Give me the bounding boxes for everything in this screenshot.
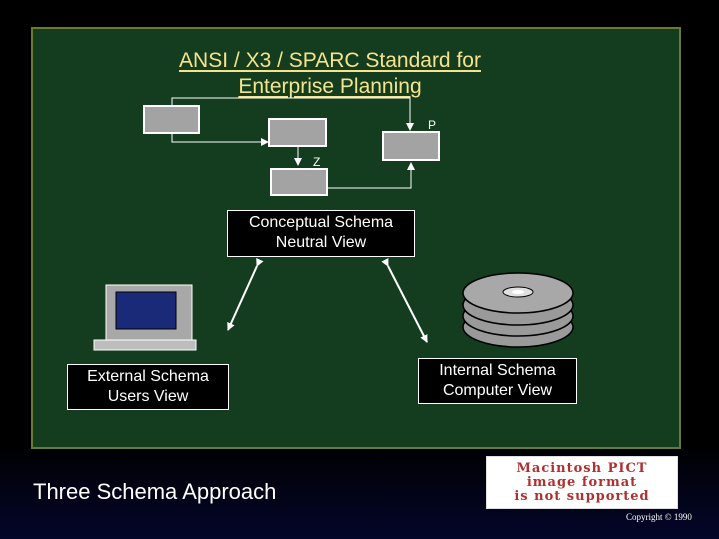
pict-line-2: image format [526,475,638,490]
title-line-1: ANSI / X3 / SPARC Standard for [179,49,481,72]
internal-line-2: Computer View [442,382,553,399]
conceptual-line-1: Conceptual Schema [248,214,394,231]
conceptual-schema-box: Conceptual Schema Neutral View [227,210,415,257]
disk-stack-icon [462,272,574,348]
entity-box-z [270,168,328,196]
connector-line [171,97,414,131]
double-arrow-right [381,257,428,343]
internal-line-1: Internal Schema [439,362,556,379]
external-line-1: External Schema [87,368,209,385]
label-p: P [428,118,437,132]
pict-line-1: Macintosh PICT [516,461,648,476]
entity-box-1 [143,105,200,134]
copyright-text: Copyright © 1990 [626,512,692,522]
label-z: Z [313,155,321,169]
pict-placeholder-image: Macintosh PICT image format is not suppo… [486,456,678,509]
external-line-2: Users View [107,388,189,405]
conceptual-line-2: Neutral View [275,234,367,251]
computer-icon [93,284,197,351]
connector-line [328,162,415,189]
slide-title: ANSI / X3 / SPARC Standard for Enterpris… [130,48,530,100]
pict-line-3: is not supported [514,489,650,504]
title-line-2: Enterprise Planning [238,75,422,98]
external-schema-box: External Schema Users View [67,364,229,410]
footer-title: Three Schema Approach [33,479,277,504]
internal-schema-box: Internal Schema Computer View [418,358,577,404]
double-arrow-left [227,257,264,331]
entity-box-p [382,131,440,161]
connector-line [171,133,269,146]
entity-box-2 [268,118,327,147]
